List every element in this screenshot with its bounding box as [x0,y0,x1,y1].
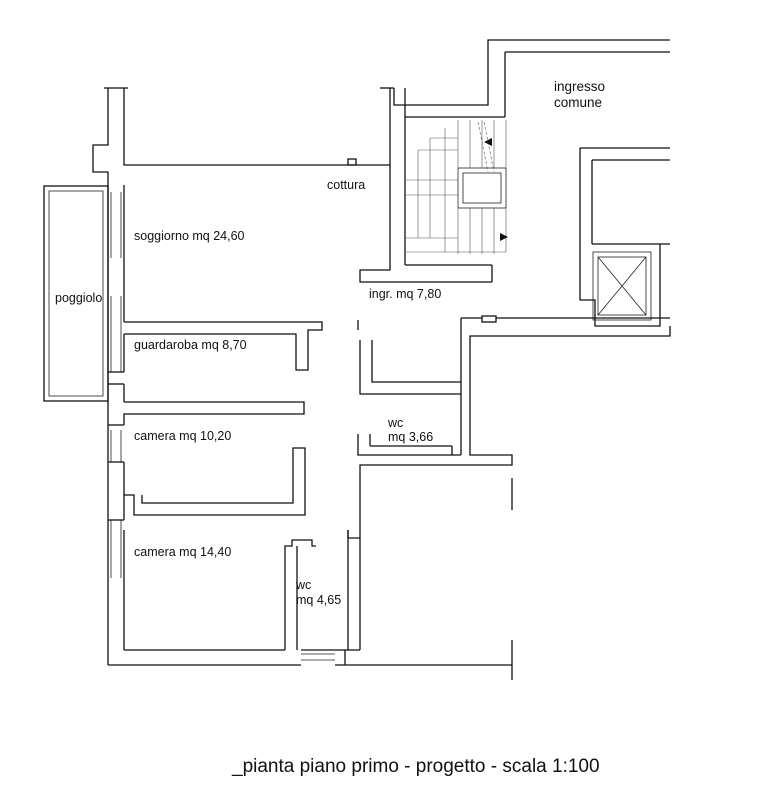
room-label-camera-1: camera mq 10,20 [134,429,232,443]
stair-core [393,39,670,282]
common-entry-label-line1: ingresso [554,79,606,94]
room-label-wc2-area: mq 4,65 [296,593,342,607]
room-label-cottura: cottura [327,178,366,192]
room-label-guardaroba: guardaroba mq 8,70 [134,338,247,352]
drawing-title: _pianta piano primo - progetto - scala 1… [232,756,600,777]
room-label-camera-2: camera mq 14,40 [134,545,232,559]
elevator-shaft [579,147,670,327]
balcony-outline [43,185,109,402]
room-label-wc2-name: wc [296,578,312,592]
room-label-soggiorno: soggiorno mq 24,60 [134,229,245,243]
room-label-wc1-name: wc [388,416,404,430]
west-exterior-wall [92,87,394,666]
room-label-ingresso: ingr. mq 7,80 [369,287,442,301]
east-block-walls [335,315,671,680]
west-windows [110,192,122,578]
common-entry-label-line2: comune [554,95,603,110]
room-label-poggiolo: poggiolo [55,291,103,305]
interior-partitions [108,320,461,661]
room-label-wc1-area: mq 3,66 [388,430,434,444]
